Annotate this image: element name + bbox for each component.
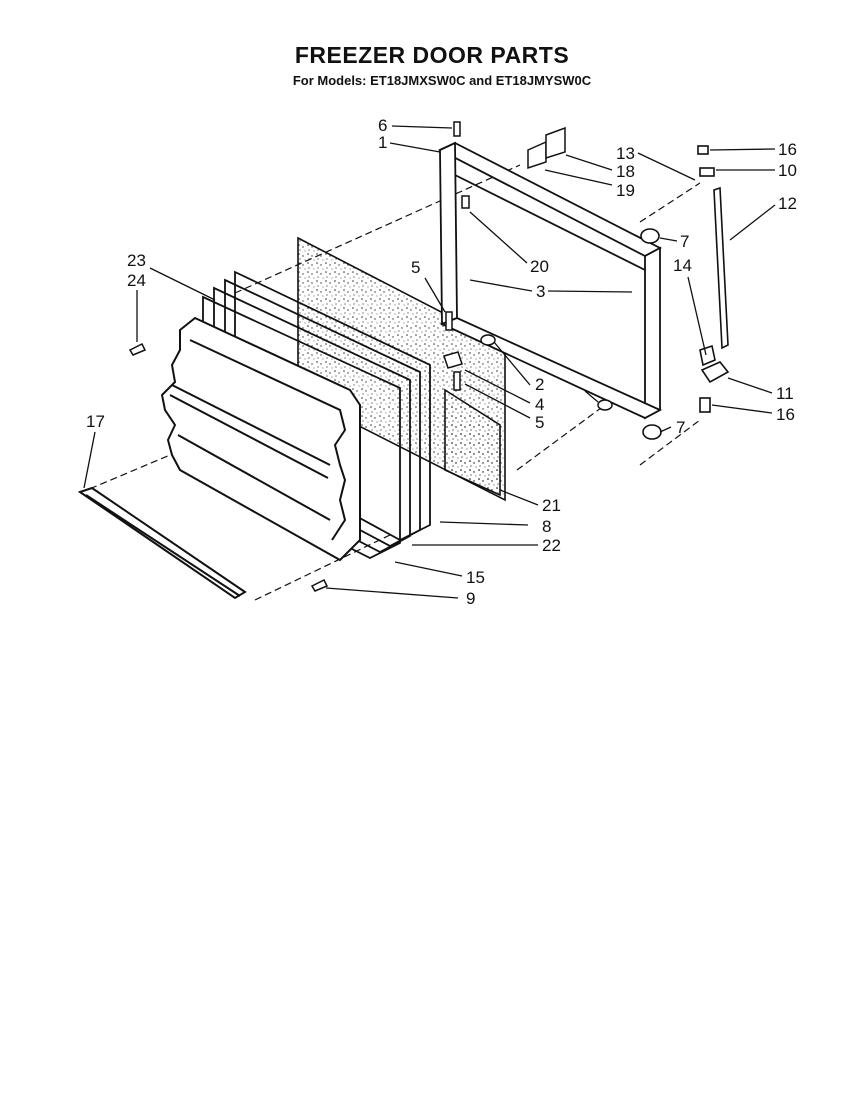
callout-16-bottom: 16 xyxy=(776,405,795,424)
leader-lines xyxy=(83,125,776,599)
hinge-rod-assembly xyxy=(640,145,730,440)
callout-5-lower: 5 xyxy=(535,413,544,432)
callout-9: 9 xyxy=(466,589,475,608)
callout-24: 24 xyxy=(127,271,146,290)
callout-14: 14 xyxy=(673,256,692,275)
callout-11: 11 xyxy=(776,384,794,403)
callout-19: 19 xyxy=(616,181,635,200)
callout-1: 1 xyxy=(378,133,387,152)
callout-7-bottom: 7 xyxy=(676,418,685,437)
callout-5-upper: 5 xyxy=(411,258,420,277)
callout-6: 6 xyxy=(378,116,387,135)
callout-21: 21 xyxy=(542,496,561,515)
callout-23: 23 xyxy=(127,251,146,270)
door-outer-panel xyxy=(297,236,506,502)
callout-7-top: 7 xyxy=(680,232,689,251)
callout-20: 20 xyxy=(530,257,549,276)
callout-18: 18 xyxy=(616,162,635,181)
diagram-title: FREEZER DOOR PARTS xyxy=(294,42,570,68)
callout-labels: 6 1 13 18 19 16 10 12 7 14 23 24 5 20 3 … xyxy=(86,116,797,608)
callout-13: 13 xyxy=(616,144,635,163)
callout-12: 12 xyxy=(778,194,797,213)
callout-15: 15 xyxy=(466,568,485,587)
small-hardware xyxy=(128,121,613,592)
callout-17: 17 xyxy=(86,412,105,431)
callout-4: 4 xyxy=(535,395,544,414)
diagram-subtitle: For Models: ET18JMXSW0C and ET18JMYSW0C xyxy=(292,73,592,88)
callout-3: 3 xyxy=(536,282,545,301)
callout-8: 8 xyxy=(542,517,551,536)
callout-2: 2 xyxy=(535,375,544,394)
callout-10: 10 xyxy=(778,161,797,180)
callout-22: 22 xyxy=(542,536,561,555)
door-inner-liner xyxy=(160,316,361,562)
callout-16-top: 16 xyxy=(778,140,797,159)
door-shelf-bar xyxy=(77,486,247,600)
